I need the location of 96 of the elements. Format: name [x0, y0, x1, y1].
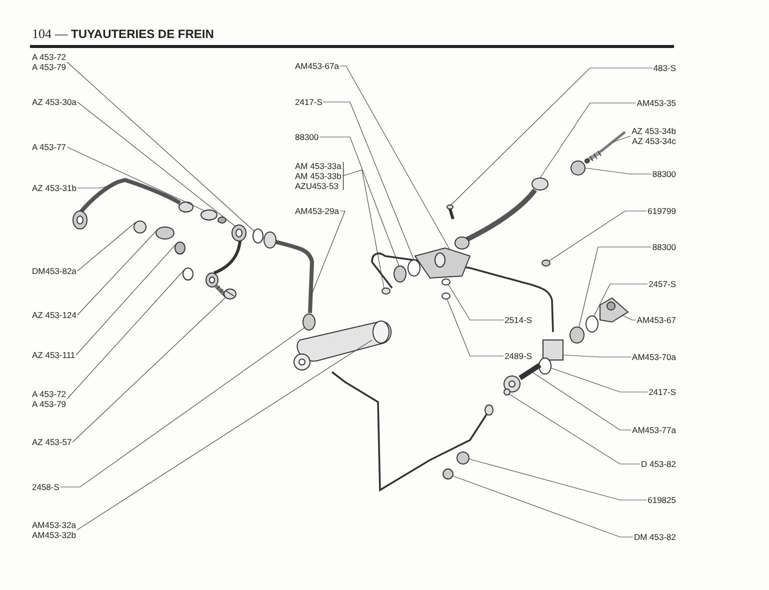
part-number: AZ 453-124: [32, 310, 76, 320]
part-number: AM453-35: [636, 98, 676, 108]
part-number: 2417-S: [648, 387, 676, 397]
leader-line: [550, 368, 648, 392]
part-number: AM453-29a: [295, 206, 339, 216]
washer: [538, 358, 552, 374]
leader-line: [342, 170, 384, 288]
banjo-pipe: [206, 224, 246, 288]
part-number: AM 453-33a AM 453-33b AZU453-53: [295, 161, 342, 191]
leader-line: [77, 228, 158, 316]
bushing: [134, 220, 146, 234]
part-number: D 453-82: [641, 459, 676, 469]
part-number: 88300: [652, 169, 676, 179]
leader-line: [60, 328, 304, 488]
banjo-bolt: [214, 284, 236, 300]
leader-line: [319, 136, 400, 266]
leader-line: [310, 210, 346, 296]
part-number: 483-S: [653, 63, 676, 73]
master-cylinder: [294, 320, 392, 370]
leader-line: [450, 68, 653, 206]
page-title: 104 — TUYAUTERIES DE FREIN: [32, 26, 214, 42]
leader-line: [446, 298, 504, 356]
washer: [408, 260, 420, 276]
pipe-fitting: [302, 314, 316, 330]
part-number: AM453-70a: [632, 352, 676, 362]
leader-line: [622, 314, 636, 320]
leader-line: [594, 284, 648, 316]
banjo-bolt: [382, 288, 390, 294]
part-number: 2458-S: [32, 482, 60, 492]
part-number: A 453-77: [32, 142, 66, 152]
leader-line: [66, 62, 254, 232]
valve-block: [542, 340, 564, 360]
part-number: AZ 453-30a: [32, 97, 76, 107]
leader-line: [76, 340, 372, 530]
part-number: AZ 453-111: [32, 350, 76, 360]
washer: [586, 316, 598, 332]
leader-line: [66, 146, 206, 212]
part-number: 2514-S: [504, 315, 532, 325]
pipe-union: [200, 210, 226, 224]
part-number: DM 453-82: [634, 532, 676, 542]
part-number: 2457-S: [648, 279, 676, 289]
leader-line: [452, 476, 634, 538]
part-number: AM453-67: [636, 315, 676, 325]
leader-line: [548, 210, 647, 262]
part-number: DM453-82a: [32, 266, 76, 276]
washer: [442, 292, 450, 300]
screw: [442, 468, 454, 480]
clip: [542, 260, 550, 266]
leader-line: [584, 168, 652, 174]
leader-line: [562, 354, 632, 358]
part-number: AM453-67a: [295, 61, 339, 71]
leader-line: [77, 184, 114, 188]
part-number: 88300: [652, 242, 676, 252]
leader-line: [77, 102, 236, 226]
leader-line: [77, 222, 136, 272]
hex-nut: [570, 326, 584, 344]
part-number: 619825: [648, 495, 676, 505]
part-number: 619799: [648, 206, 676, 216]
brake-pipe: [584, 131, 626, 164]
hex-nut: [394, 266, 406, 282]
part-number: 2489-S: [504, 351, 532, 361]
clip: [156, 226, 174, 240]
washer: [252, 228, 264, 244]
part-number: A 453-72 A 453-79: [32, 389, 66, 409]
leader-line: [612, 136, 631, 142]
leader-line: [323, 102, 414, 260]
washer: [442, 278, 450, 286]
part-number: A 453-72 A 453-79: [32, 52, 66, 72]
part-number: AZ 453-31b: [32, 183, 76, 193]
mounting-bracket: [414, 247, 471, 279]
part-number: AZ 453-34b AZ 453-34c: [632, 126, 676, 146]
screw: [446, 204, 454, 220]
part-number: 2417-S: [295, 97, 322, 107]
clip: [456, 452, 470, 464]
sleeve: [174, 242, 186, 254]
leader-line: [448, 284, 504, 320]
leader-line: [72, 298, 226, 442]
part-number: AM453-32a AM453-32b: [32, 520, 76, 540]
leader-line: [66, 268, 186, 400]
leader-line: [540, 102, 636, 178]
hex-nut: [570, 160, 586, 176]
flexible-hose: [454, 178, 548, 250]
threaded-union: [504, 362, 542, 392]
leader-line: [340, 66, 450, 250]
brake-pipe: [264, 232, 314, 314]
part-number: AZ 453-57: [32, 437, 72, 447]
part-number: AM453-77a: [632, 425, 676, 435]
part-number: 88300: [295, 132, 319, 142]
washer: [182, 268, 194, 280]
leader-line: [578, 246, 652, 328]
leader-line: [532, 372, 632, 430]
mounting-bracket: [600, 297, 629, 323]
leader-line: [76, 242, 178, 356]
leader-line: [468, 458, 647, 500]
leader-line: [508, 394, 640, 464]
ball: [504, 388, 510, 396]
